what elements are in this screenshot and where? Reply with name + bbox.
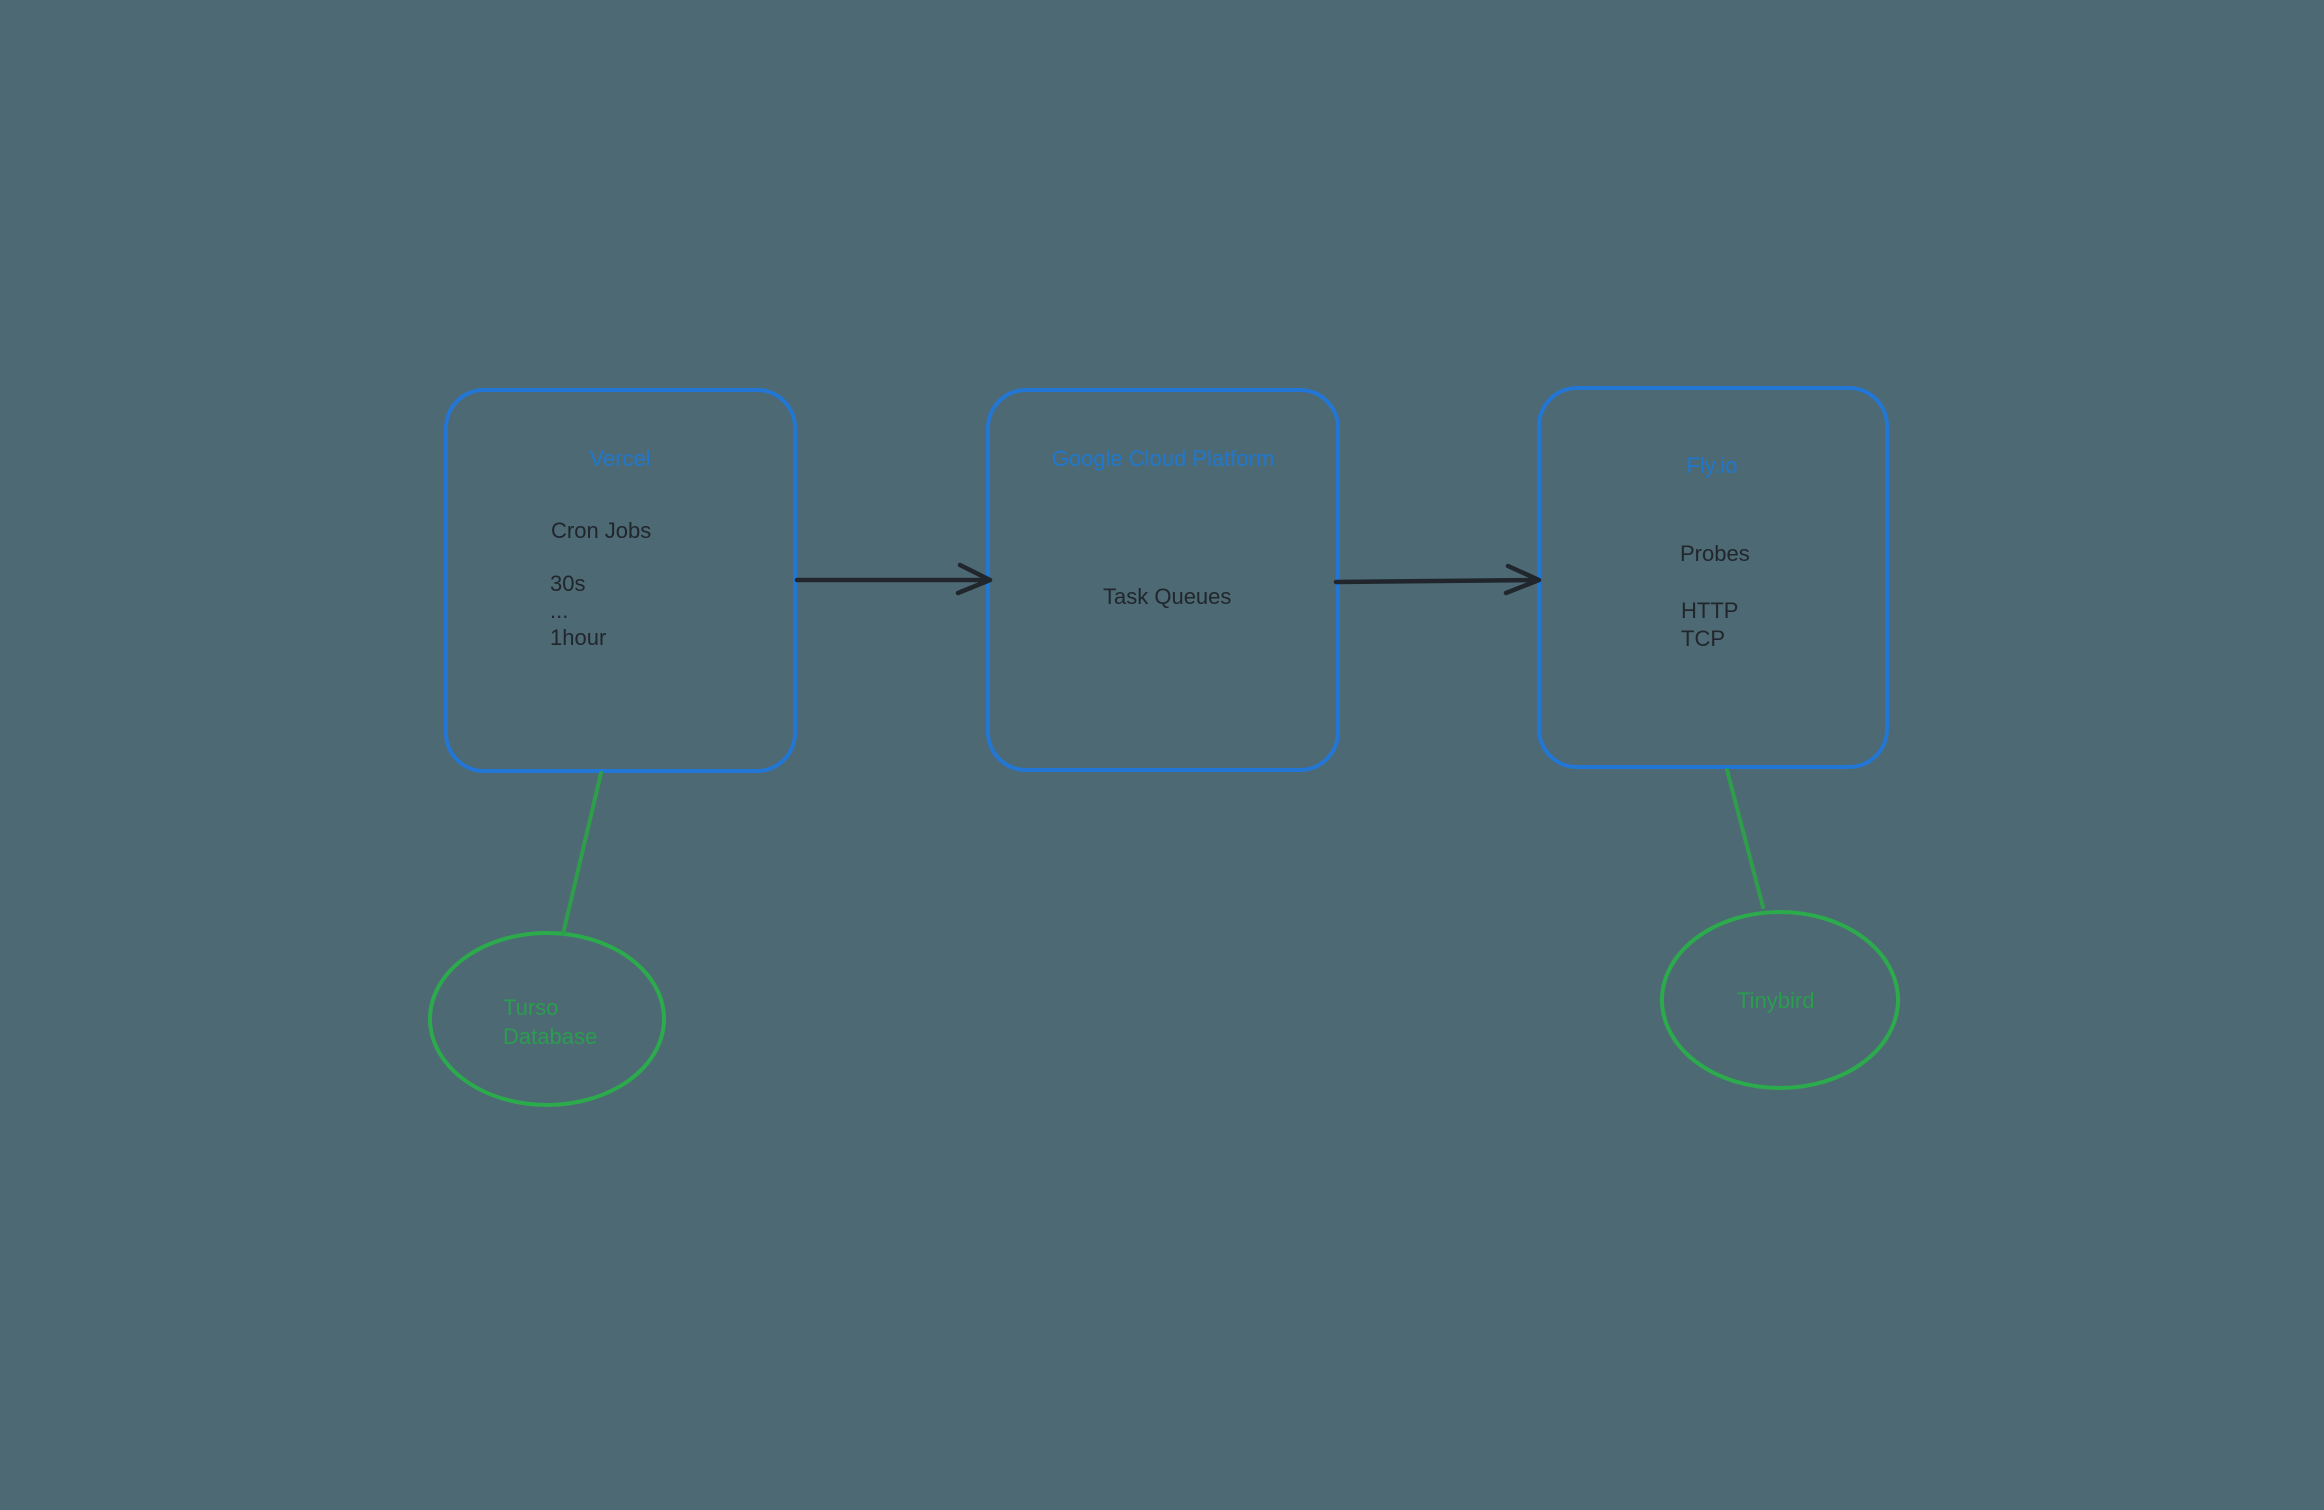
datastore-tinybird-label: Tinybird [1737,988,1815,1013]
connector-flyio-tinybird-line[interactable] [1725,768,1765,909]
node-flyio-box[interactable] [1537,386,1889,769]
node-flyio-lines: HTTP TCP [1681,598,1739,651]
node-flyio-title: Fly.io [1686,453,1738,478]
datastore-turso-ellipse[interactable] [428,931,666,1107]
node-vercel-lines: 30s ... 1hour [550,571,607,650]
node-vercel-heading: Cron Jobs [551,518,652,543]
connector-vercel-gcp-arrow[interactable] [794,562,993,596]
node-gcp-title: Google Cloud Platform [1051,446,1275,471]
node-flyio-heading: Probes [1680,541,1750,566]
connector-gcp-flyio-arrow[interactable] [1333,563,1542,596]
connector-vercel-turso-line[interactable] [561,771,603,936]
datastore-turso-label: Turso Database [503,995,598,1049]
node-vercel-title: Vercel [589,446,651,471]
node-gcp-heading: Task Queues [1103,584,1232,609]
datastore-tinybird-ellipse[interactable] [1660,910,1900,1090]
